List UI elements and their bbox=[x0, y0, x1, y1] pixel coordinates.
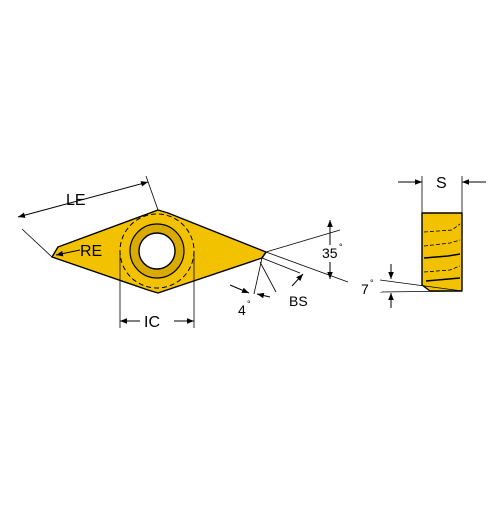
angle-4-arrow-right bbox=[256, 292, 271, 299]
insert-top-view bbox=[51, 209, 267, 294]
le-extension-right bbox=[145, 175, 159, 211]
bs-label: BS bbox=[289, 293, 308, 309]
le-label: LE bbox=[66, 192, 86, 209]
angle-35-leg-lower bbox=[265, 251, 349, 283]
angle-7-callout: 7 ° bbox=[361, 264, 463, 308]
re-leader bbox=[55, 249, 81, 257]
bs-callout: BS bbox=[259, 257, 308, 309]
side-groove-1 bbox=[423, 223, 461, 233]
right-tip-edge bbox=[261, 251, 267, 259]
angle-7-leg-upper bbox=[379, 279, 463, 292]
angle-7-leg-lower bbox=[379, 290, 463, 293]
bs-arrow bbox=[291, 273, 304, 287]
angle-7-degree: ° bbox=[370, 278, 374, 288]
angle-4-arrow-left bbox=[229, 284, 250, 294]
insert-center-hole bbox=[138, 232, 176, 270]
side-groove-4 bbox=[423, 265, 461, 273]
le-extension-left bbox=[21, 228, 53, 258]
s-dimension: S bbox=[398, 175, 486, 213]
bs-extension-lower bbox=[259, 261, 277, 293]
angle-35-callout: 35 ° bbox=[265, 220, 349, 283]
le-dimension: LE bbox=[17, 175, 159, 258]
angle-35-leg-upper bbox=[265, 229, 341, 253]
angle-4-callout: 4 ° bbox=[229, 257, 271, 318]
side-groove-3 bbox=[423, 253, 461, 259]
angle-4-label: 4 bbox=[238, 302, 246, 318]
ic-dimension: IC bbox=[119, 251, 195, 331]
left-tip-edge bbox=[51, 246, 59, 258]
re-label: RE bbox=[80, 243, 102, 260]
ic-label: IC bbox=[144, 314, 160, 331]
side-groove-5 bbox=[425, 277, 461, 282]
side-groove-2 bbox=[423, 239, 461, 247]
s-label: S bbox=[436, 175, 447, 192]
angle-4-degree: ° bbox=[247, 299, 251, 309]
angle-35-label: 35 bbox=[322, 245, 338, 261]
angle-4-leg bbox=[253, 257, 263, 295]
insert-side-view bbox=[421, 212, 463, 292]
angle-7-label: 7 bbox=[361, 281, 369, 297]
angle-35-degree: ° bbox=[339, 242, 343, 252]
bs-extension-upper bbox=[261, 257, 301, 274]
re-callout: RE bbox=[55, 243, 102, 260]
le-dimension-line bbox=[17, 181, 149, 218]
